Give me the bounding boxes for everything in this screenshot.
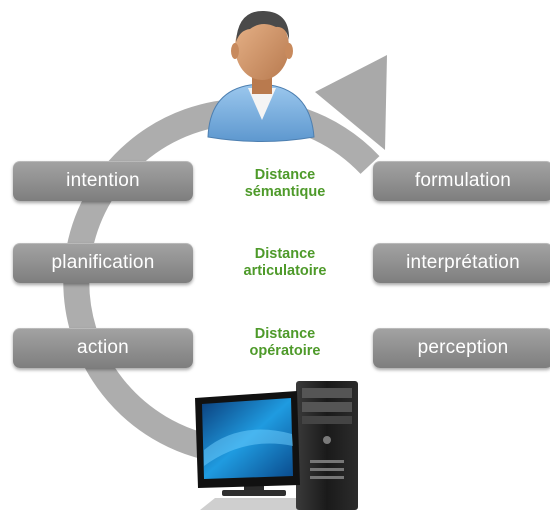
stage-interpretation: interprétation xyxy=(373,243,550,283)
stage-perception: perception xyxy=(373,328,550,368)
stage-intention: intention xyxy=(13,161,193,201)
distance-label-line2: opératoire xyxy=(249,343,321,359)
distance-label-line1: Distance xyxy=(254,167,316,183)
distance-operatoire: Distance opératoire xyxy=(215,326,355,360)
distance-label-line2: sémantique xyxy=(244,184,326,200)
desktop-computer-icon xyxy=(195,381,358,510)
stage-formulation: formulation xyxy=(373,161,550,201)
user-avatar-icon xyxy=(207,10,315,142)
distance-label-line2: articulatoire xyxy=(243,263,327,279)
stage-label: intention xyxy=(66,170,140,191)
stage-label: formulation xyxy=(414,170,512,191)
stage-label: perception xyxy=(417,337,509,358)
stage-planification: planification xyxy=(13,243,193,283)
distance-semantique: Distance sémantique xyxy=(215,167,355,201)
stage-label: planification xyxy=(51,252,155,273)
distance-articulatoire: Distance articulatoire xyxy=(215,246,355,280)
stage-label: action xyxy=(77,337,129,358)
stage-label: interprétation xyxy=(406,252,520,273)
distance-label-line1: Distance xyxy=(254,326,316,342)
distance-label-line1: Distance xyxy=(254,246,316,262)
stage-action: action xyxy=(13,328,193,368)
